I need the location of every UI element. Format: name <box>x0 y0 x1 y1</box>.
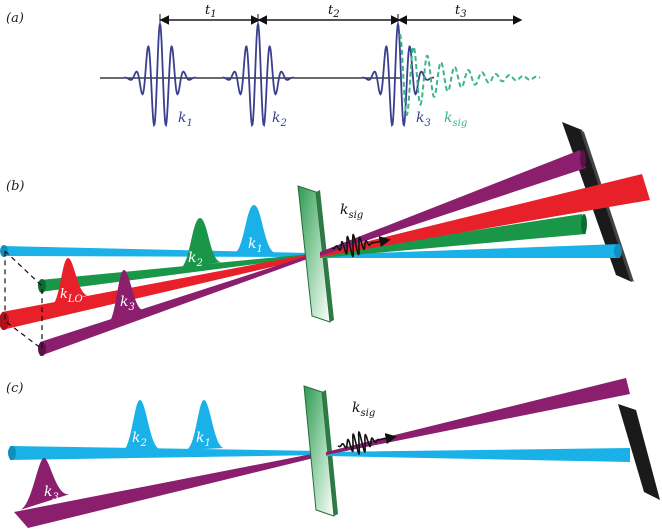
pulse-k2-wave <box>222 20 294 128</box>
t3-label: t3 <box>455 3 467 20</box>
beam-k12-in <box>10 446 322 460</box>
signal-arrow-c <box>377 433 397 445</box>
beam-k1-in <box>2 246 310 257</box>
detector-screen-c <box>618 404 660 500</box>
pulse-k3-wave <box>362 20 434 128</box>
beam-lo-end <box>0 312 9 330</box>
signal-label-b: ksig <box>340 202 363 221</box>
beam-k2-label: k2 <box>188 250 203 269</box>
beam-k3-in-c <box>14 452 322 528</box>
beam-k3-in <box>40 255 310 356</box>
signal-label-c: ksig <box>352 400 375 419</box>
beam-lo-in <box>2 254 310 330</box>
signal-label: ksig <box>444 110 467 129</box>
beam-lo-out <box>320 174 650 257</box>
beam-lo-label: kLO <box>60 287 83 305</box>
beam-k1-out <box>320 244 620 258</box>
beam-k3-out <box>320 150 586 256</box>
beam-k1-label: k1 <box>248 236 263 255</box>
t1-label: t1 <box>205 3 217 20</box>
panel-c-label: (c) <box>6 381 23 396</box>
beam-k12-out <box>326 448 630 462</box>
pulse-k2-c <box>122 400 160 451</box>
t2-label: t2 <box>328 3 340 20</box>
pulse-k2-label: k2 <box>272 110 287 129</box>
signal-wavepacket-b <box>331 233 375 258</box>
panel-c: (c) k2 k1 k3 ksig <box>6 378 660 528</box>
panel-a: (a) t1 t2 t3 k1 k2 k3 ksig <box>6 3 541 129</box>
beam-k3-label-c: k3 <box>44 484 59 503</box>
beam-sig-out-c <box>326 378 630 455</box>
pulse-k3-b <box>108 270 144 323</box>
beam-k3-out-end <box>580 150 586 168</box>
beam-k2-in <box>40 254 310 292</box>
beam-origin-box <box>4 250 43 351</box>
interval-arrows <box>159 14 523 26</box>
beam-k1-label-c: k1 <box>196 430 211 449</box>
signal-wave <box>399 33 541 117</box>
pulse-k2-b <box>180 218 222 268</box>
pulse-k1-wave <box>124 20 196 128</box>
pulse-k1-c <box>186 400 224 450</box>
pulse-k1-label: k1 <box>178 110 193 129</box>
panel-a-label: (a) <box>6 11 24 26</box>
pulse-k3-c <box>20 458 70 510</box>
beam-k12-end <box>8 446 16 460</box>
beam-k3-end <box>38 342 46 356</box>
beam-k2-out-end <box>581 214 587 234</box>
signal-arrow-b <box>371 236 391 248</box>
pulse-k3-label: k3 <box>416 110 431 129</box>
beam-k2-label-c: k2 <box>132 430 147 449</box>
panel-b: (b) k1 k2 k3 kLO <box>0 122 650 356</box>
pulse-k1-b <box>234 205 276 253</box>
beam-k1-out-end <box>614 244 622 258</box>
signal-wavepacket-c <box>337 430 381 456</box>
panel-b-label: (b) <box>6 179 24 194</box>
pulse-lo-b <box>52 258 88 305</box>
beam-k3-label: k3 <box>120 294 135 313</box>
beam-k2-end <box>38 279 46 293</box>
beam-k1-end <box>0 245 8 257</box>
